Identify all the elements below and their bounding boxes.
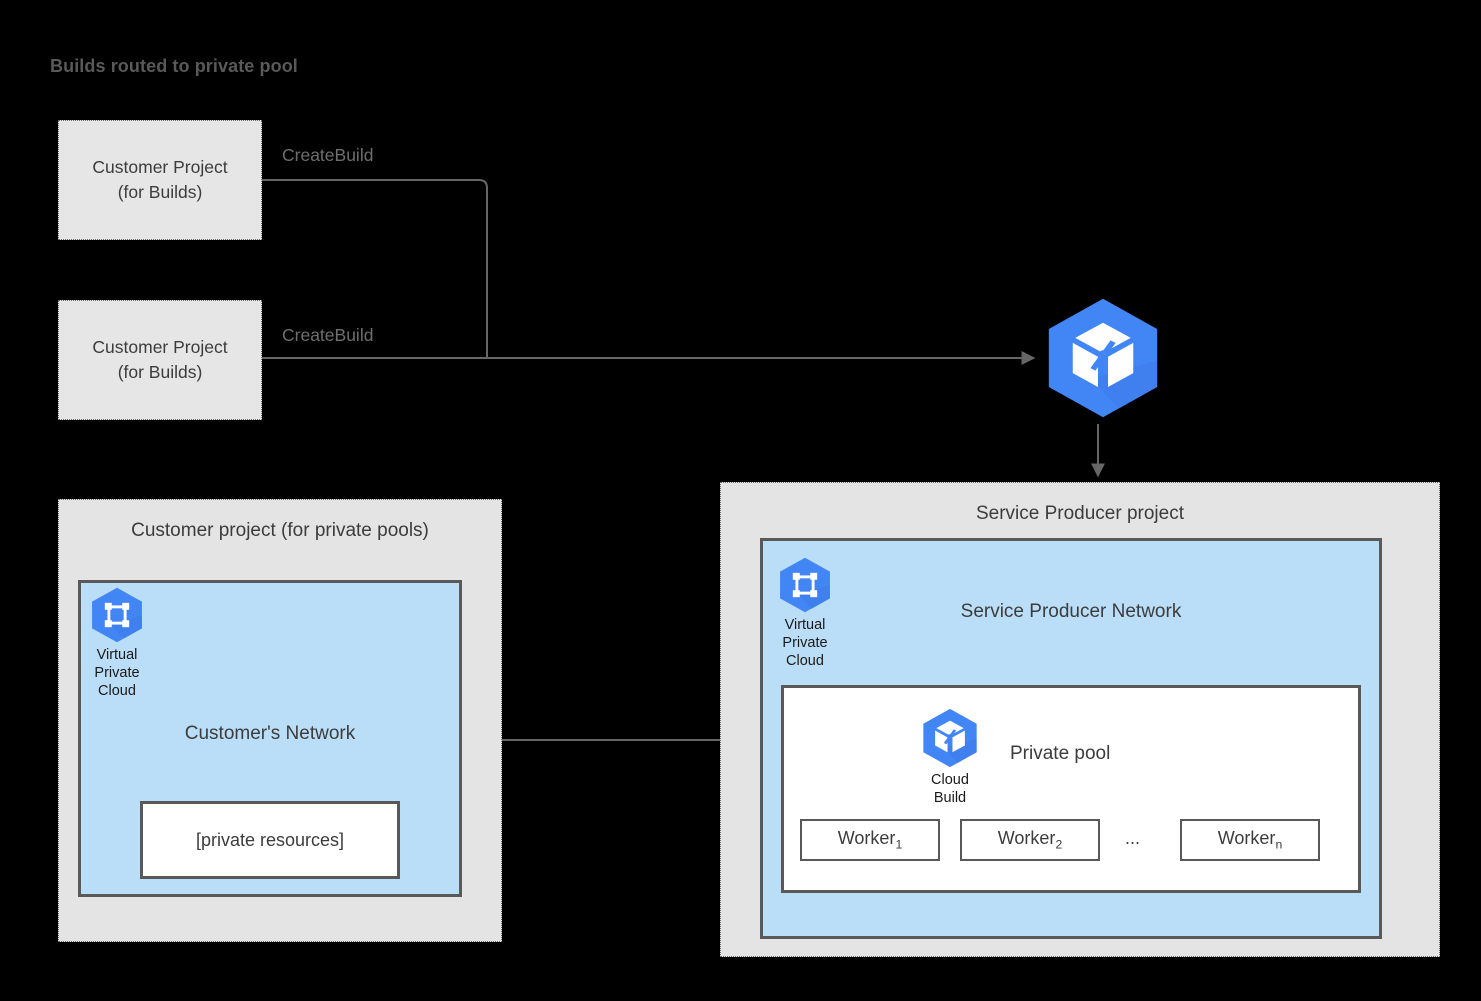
create-build-label-1: CreateBuild [282, 145, 374, 165]
customer-build-project-2: Customer Project (for Builds) [58, 300, 262, 420]
customers-network-title: Customer's Network [184, 723, 356, 744]
service-producer-vpc-icon-block: Virtual Private Cloud [776, 556, 834, 670]
worker-box-1: Worker1 [800, 819, 940, 861]
customer-build-project-1: Customer Project (for Builds) [58, 120, 262, 240]
cloud-build-icon [923, 708, 977, 768]
worker-1-label: Worker1 [837, 828, 903, 852]
private-pool-title: Private pool [1010, 743, 1111, 764]
virtual-private-cloud-icon [92, 587, 142, 643]
private-pool-box [781, 685, 1361, 893]
customer-vpc-caption: Virtual Private Cloud [94, 647, 140, 700]
worker-n-label: Workern [1217, 828, 1283, 852]
worker-ellipsis: ... [1125, 828, 1141, 848]
worker-box-n: Workern [1180, 819, 1320, 861]
virtual-private-cloud-icon [780, 557, 830, 613]
worker-2-label: Worker2 [997, 828, 1063, 852]
create-build-label-2: CreateBuild [282, 325, 374, 345]
worker-box-2: Worker2 [960, 819, 1100, 861]
private-pool-cloud-build-caption: Cloud Build [931, 772, 969, 807]
customer-build-project-1-label: Customer Project (for Builds) [92, 156, 228, 202]
private-pool-cloud-build-icon-block: Cloud Build [919, 707, 981, 807]
service-producer-network-title: Service Producer Network [960, 601, 1182, 622]
customer-vpc-icon-block: Virtual Private Cloud [88, 586, 146, 700]
service-producer-project-title: Service Producer project [975, 503, 1185, 524]
cloud-build-service-icon [1040, 295, 1166, 421]
page-title: Builds routed to private pool [50, 56, 298, 76]
customer-private-pool-project-title: Customer project (for private pools) [131, 520, 429, 541]
private-resources-box: [private resources] [140, 801, 400, 879]
service-producer-vpc-caption: Virtual Private Cloud [782, 617, 828, 670]
customer-build-project-2-label: Customer Project (for Builds) [92, 336, 228, 382]
